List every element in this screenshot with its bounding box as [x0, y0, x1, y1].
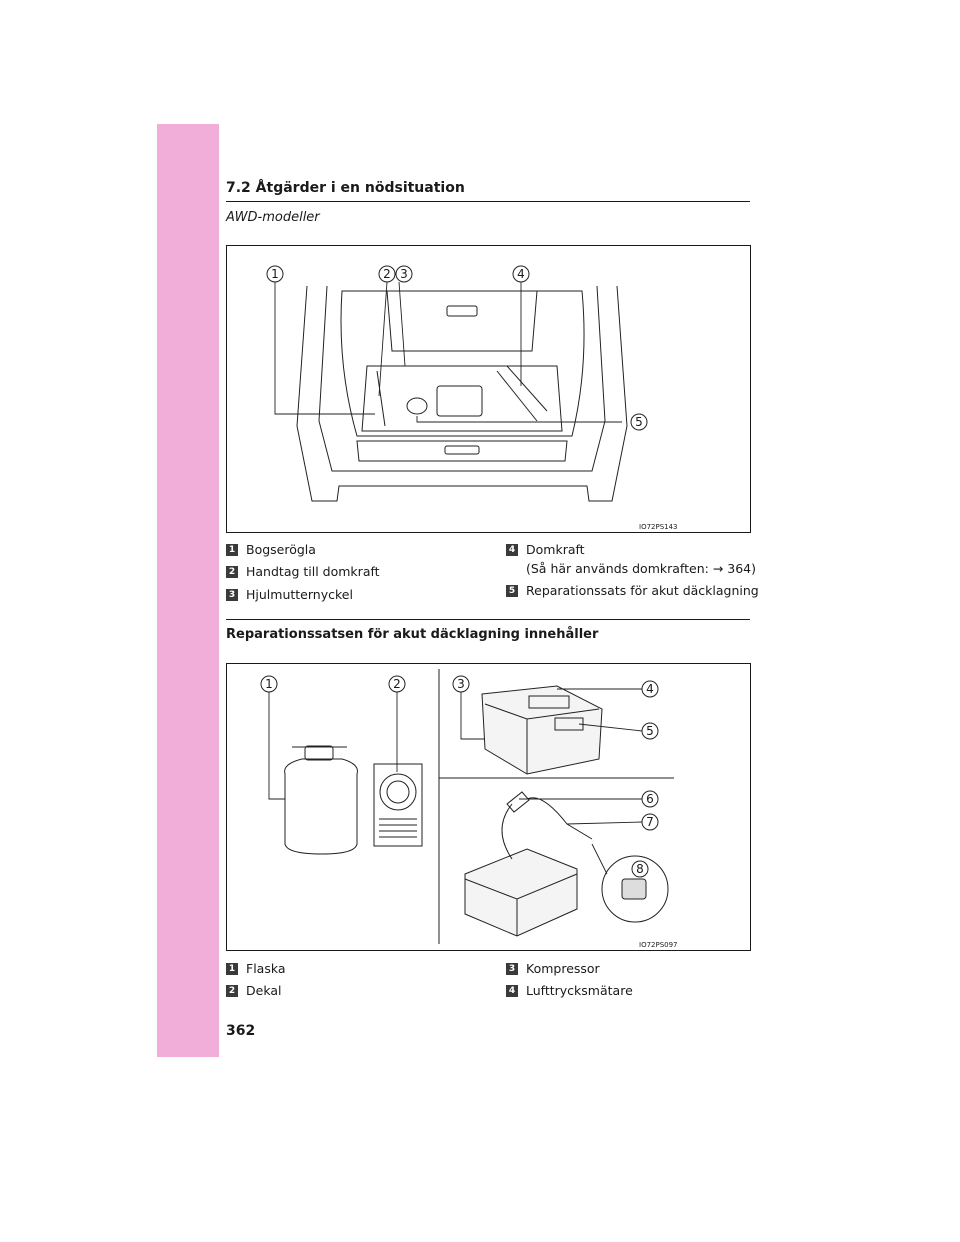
- legend-number: 2: [226, 566, 238, 578]
- callout-2: 2: [383, 267, 391, 281]
- legend-number: 4: [506, 985, 518, 997]
- legend-number: 5: [506, 585, 518, 597]
- legend-item: 3 Hjulmutternyckel: [226, 587, 353, 603]
- legend-label: Hjulmutternyckel: [246, 587, 353, 602]
- section-tab: [157, 124, 219, 1057]
- legend-label: Lufttrycksmätare: [526, 983, 633, 998]
- legend-label: Reparationssats för akut däcklagning: [526, 583, 759, 598]
- figure-code: IO72PS097: [639, 941, 678, 949]
- callout-5: 5: [646, 724, 654, 738]
- legend-label: Dekal: [246, 983, 282, 998]
- callout-7: 7: [646, 815, 654, 829]
- legend-item: 1 Flaska: [226, 961, 286, 977]
- legend-item: 5 Reparationssats för akut däcklagning: [506, 583, 759, 599]
- legend-item: 3 Kompressor: [506, 961, 600, 977]
- callout-1: 1: [265, 677, 273, 691]
- legend-number: 1: [226, 544, 238, 556]
- divider: [226, 619, 750, 620]
- callout-5: 5: [635, 415, 643, 429]
- figure-subtitle: AWD-modeller: [226, 210, 320, 225]
- cargo-area-figure: 1 2 3 4 5 IO72PS143: [226, 245, 751, 533]
- callout-4: 4: [517, 267, 525, 281]
- callout-2: 2: [393, 677, 401, 691]
- legend-item: 1 Bogserögla: [226, 542, 316, 558]
- page-number: 362: [226, 1023, 256, 1039]
- legend-label: Kompressor: [526, 961, 600, 976]
- repair-kit-illustration: 1 2 3 4 5 6 7 8: [260, 669, 674, 944]
- legend-item: 2 Dekal: [226, 983, 281, 999]
- callout-4: 4: [646, 682, 654, 696]
- legend-number: 2: [226, 985, 238, 997]
- legend-label: Handtag till domkraft: [246, 564, 380, 579]
- legend-item: 4 Lufttrycksmätare: [506, 983, 633, 999]
- repair-kit-figure: 1 2 3 4 5 6 7 8 IO72PS097: [226, 663, 751, 951]
- legend-number: 3: [226, 589, 238, 601]
- section-title: 7.2 Åtgärder i en nödsituation: [226, 179, 750, 202]
- legend-number: 4: [506, 544, 518, 556]
- kit-heading: Reparationssatsen för akut däcklagning i…: [226, 627, 599, 642]
- legend-item: 4 Domkraft: [506, 542, 585, 558]
- legend-label: Domkraft: [526, 542, 585, 557]
- legend-number: 3: [506, 963, 518, 975]
- cargo-area-illustration: 1 2 3 4 5: [266, 265, 648, 502]
- legend-label: Bogserögla: [246, 542, 316, 557]
- legend-item: 2 Handtag till domkraft: [226, 564, 380, 580]
- callout-3: 3: [400, 267, 408, 281]
- callout-3: 3: [457, 677, 465, 691]
- legend-number: 1: [226, 963, 238, 975]
- callout-1: 1: [271, 267, 279, 281]
- jack-usage-note: (Så här används domkraften: → 364): [526, 561, 756, 576]
- callout-8: 8: [636, 862, 644, 876]
- callout-6: 6: [646, 792, 654, 806]
- legend-label: Flaska: [246, 961, 286, 976]
- figure-code: IO72PS143: [639, 523, 678, 531]
